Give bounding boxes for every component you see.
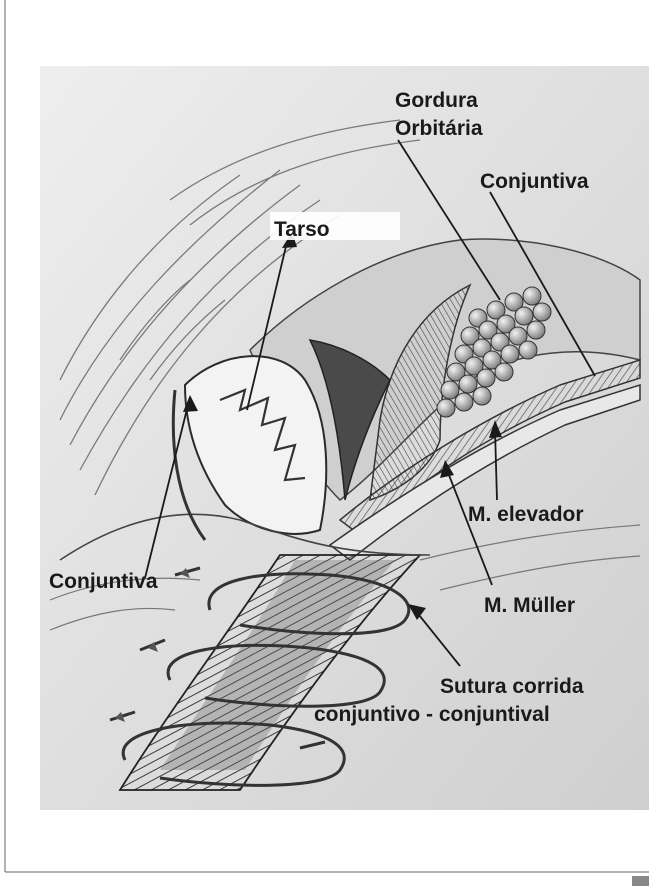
label-m-muller: M. Müller — [484, 594, 575, 617]
label-tarso: Tarso — [274, 218, 330, 241]
label-gordura-orbitaria-line1: Gordura — [395, 89, 478, 112]
label-gordura-orbitaria-line2: Orbitária — [395, 117, 483, 140]
frame-corner-mark — [632, 876, 649, 886]
label-conjuntiva-top: Conjuntiva — [480, 170, 589, 193]
label-conjuntiva-left: Conjuntiva — [49, 570, 158, 593]
label-sutura-line1: Sutura corrida — [440, 675, 584, 698]
label-sutura-line2: conjuntivo - conjuntival — [314, 703, 550, 726]
label-m-elevador: M. elevador — [468, 503, 584, 526]
